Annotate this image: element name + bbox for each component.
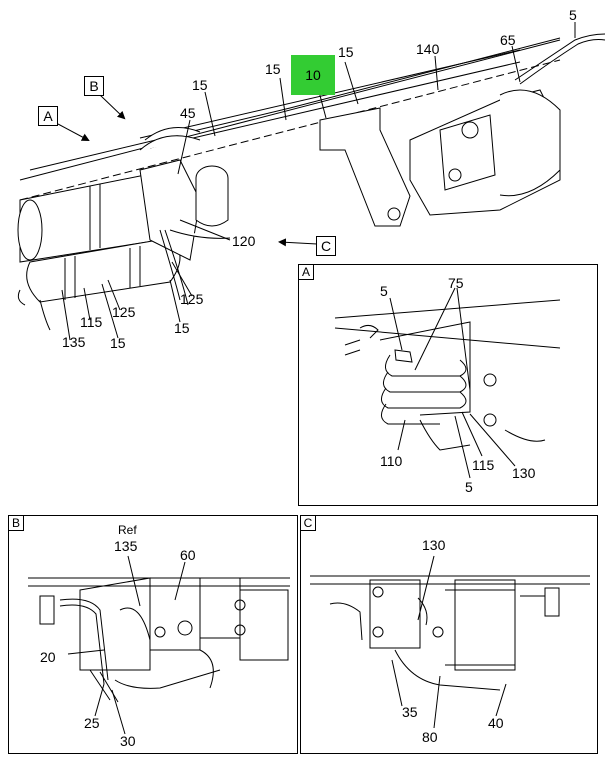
callout-ref: Ref bbox=[118, 523, 137, 537]
view-arrows bbox=[57, 94, 318, 247]
detail-b-panel bbox=[8, 515, 298, 754]
detail-c-drawing bbox=[310, 575, 590, 691]
detail-b-leaders bbox=[67, 555, 186, 735]
callout-115: 115 bbox=[80, 314, 103, 330]
callout-80: 80 bbox=[422, 729, 438, 745]
detail-c-panel bbox=[300, 515, 598, 754]
callout-25: 25 bbox=[84, 715, 100, 731]
detail-c-label: C bbox=[300, 515, 316, 531]
frame-rails bbox=[19, 37, 561, 201]
callout-135: 135 bbox=[62, 334, 86, 350]
callout-60: 60 bbox=[180, 547, 196, 563]
view-label-c: C bbox=[316, 236, 336, 256]
callout-40: 40 bbox=[488, 715, 504, 731]
view-label-a: A bbox=[38, 106, 58, 126]
callout-140: 140 bbox=[416, 41, 440, 57]
detail-c-leaders bbox=[391, 555, 507, 729]
main-leader-lines bbox=[61, 22, 576, 341]
callout-75: 75 bbox=[448, 275, 464, 291]
detail-b-label: B bbox=[8, 515, 24, 531]
callout-45: 45 bbox=[180, 105, 196, 121]
callout-135: 135 bbox=[114, 538, 138, 554]
highlighted-callout[interactable]: 10 bbox=[291, 55, 335, 95]
view-label-b: B bbox=[84, 76, 104, 96]
crossmember bbox=[319, 107, 411, 227]
callout-5: 5 bbox=[380, 283, 388, 299]
callout-15: 15 bbox=[265, 61, 281, 77]
callout-5: 5 bbox=[465, 479, 473, 495]
callout-20: 20 bbox=[40, 649, 56, 665]
callout-15: 15 bbox=[338, 44, 354, 60]
callout-15: 15 bbox=[110, 335, 126, 351]
detail-a-drawing bbox=[334, 299, 561, 451]
callout-15: 15 bbox=[174, 320, 190, 336]
callout-120: 120 bbox=[232, 233, 256, 249]
detail-a-panel bbox=[298, 264, 598, 506]
callout-115: 115 bbox=[472, 457, 495, 473]
callout-30: 30 bbox=[120, 733, 136, 749]
callout-125: 125 bbox=[180, 291, 204, 307]
callout-35: 35 bbox=[402, 704, 418, 720]
transmission bbox=[409, 89, 561, 216]
callout-15: 15 bbox=[192, 77, 208, 93]
callout-5: 5 bbox=[569, 7, 577, 23]
air-dryer-assembly bbox=[139, 127, 231, 261]
callout-125: 125 bbox=[112, 304, 136, 320]
callout-130: 130 bbox=[512, 465, 536, 481]
detail-a-leaders bbox=[389, 287, 516, 479]
detail-a-label: A bbox=[298, 264, 314, 280]
fuel-tank-upper bbox=[17, 171, 161, 263]
callout-110: 110 bbox=[380, 453, 403, 469]
callout-130: 130 bbox=[422, 537, 446, 553]
detail-b-drawing bbox=[28, 577, 290, 703]
callout-65: 65 bbox=[500, 32, 516, 48]
